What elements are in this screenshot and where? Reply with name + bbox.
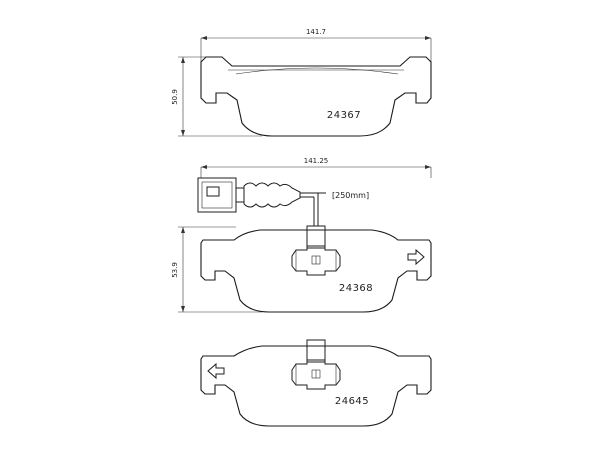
pad-outline-3 — [200, 345, 432, 427]
arrow-left-icon — [207, 362, 225, 380]
width-dim-label-1: 141.7 — [306, 28, 326, 36]
pad-24368: 141.25 [250mm] 53.9 — [171, 157, 432, 313]
pad-24645: 24645 — [200, 339, 432, 427]
wear-sensor: [250mm] — [197, 177, 369, 226]
width-dim-label-2: 141.25 — [304, 157, 329, 165]
part-number-24645: 24645 — [335, 396, 369, 407]
height-dimension-2: 53.9 — [171, 226, 262, 313]
height-dimension-1: 50.9 — [171, 56, 262, 137]
arrow-right-icon — [407, 248, 425, 266]
sensor-clip-2 — [291, 225, 341, 276]
pad-24367: 141.7 50.9 24367 — [171, 28, 432, 137]
part-number-24367: 24367 — [327, 110, 361, 121]
height-dim-label-2: 53.9 — [171, 262, 179, 278]
wire-length-label: [250mm] — [332, 191, 369, 200]
pad-outline-2 — [200, 229, 432, 313]
pad-outline-1 — [200, 56, 432, 137]
width-dimension-1: 141.7 — [200, 28, 432, 62]
part-number-24368: 24368 — [339, 283, 373, 294]
sensor-clip-3 — [291, 339, 341, 390]
height-dim-label-1: 50.9 — [171, 89, 179, 105]
width-dimension-2: 141.25 — [200, 157, 432, 178]
